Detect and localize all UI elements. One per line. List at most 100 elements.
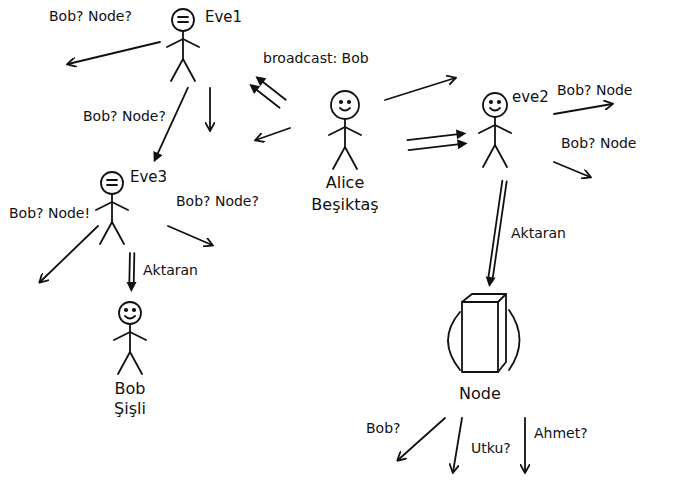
message-label: Bob? Node! <box>8 205 91 222</box>
free-arrow <box>256 128 290 140</box>
free-arrow <box>385 78 455 100</box>
node-name: Eve3 <box>130 168 167 186</box>
figure-body <box>129 324 131 352</box>
free-arrow <box>554 104 612 114</box>
figure-arms <box>167 39 199 47</box>
arrow-shaft <box>128 253 130 284</box>
person-node: Eve1 <box>165 5 250 85</box>
arrow-shaft <box>262 81 286 100</box>
stick-figure <box>167 9 199 81</box>
server-side <box>498 294 506 372</box>
server-icon <box>448 294 520 372</box>
figure-eye <box>133 309 135 311</box>
free-arrow <box>40 226 98 282</box>
stick-figure <box>479 93 511 167</box>
figure-legs <box>171 59 195 81</box>
free-arrow <box>524 418 526 472</box>
figure-arms <box>96 202 128 210</box>
node-place: Şişli <box>114 399 146 418</box>
arrow-shaft <box>133 253 135 284</box>
message-arrow <box>486 181 507 287</box>
free-arrow <box>68 42 160 64</box>
figure-legs <box>118 352 142 374</box>
edge-label: Aktaran <box>142 262 199 279</box>
figure-eyes <box>178 16 188 18</box>
figure-eyes <box>107 184 117 186</box>
figure-head <box>101 172 123 194</box>
figure-body <box>182 31 184 59</box>
figure-smile <box>490 108 500 111</box>
arrow-head <box>249 84 260 94</box>
figure-head <box>483 93 507 117</box>
arrow-head <box>255 76 266 86</box>
figure-legs <box>100 222 124 244</box>
message-arrow <box>409 139 468 150</box>
stick-figure <box>329 91 361 169</box>
arrow-shaft <box>409 144 460 150</box>
stick-figure <box>114 302 146 374</box>
person-node: eve2 <box>470 88 553 178</box>
server-top <box>462 294 506 302</box>
server-node: Node <box>430 290 530 412</box>
figure-eye <box>498 101 500 103</box>
person-node: AliceBeşiktaş <box>285 85 405 220</box>
message-label: Bob? Node? <box>175 193 260 210</box>
message-arrow <box>127 253 137 292</box>
edge-label: Aktaran <box>510 225 567 242</box>
message-arrow <box>255 76 285 100</box>
message-label: Ahmet? <box>533 425 589 442</box>
message-label: Bob? Node <box>556 82 633 99</box>
figure-body <box>494 117 496 145</box>
person-node: Eve3 <box>95 165 171 250</box>
figure-body <box>111 194 113 222</box>
arrow-head <box>127 282 137 292</box>
node-name: Alice <box>326 173 364 192</box>
node-name: Eve1 <box>205 8 242 26</box>
arrow-shaft <box>407 134 458 140</box>
figure-eyes <box>178 21 188 23</box>
message-label: Utku? <box>470 440 512 457</box>
figure-eye <box>125 309 127 311</box>
figure-smile <box>340 108 350 111</box>
message-label: Bob? <box>365 420 402 437</box>
figure-legs <box>483 145 507 167</box>
figure-body <box>344 119 346 147</box>
server-arc <box>509 310 520 370</box>
arrow-head <box>456 129 467 139</box>
server-front <box>462 302 498 372</box>
free-arrow <box>554 162 590 177</box>
free-arrow <box>209 88 211 130</box>
arrow-head <box>153 151 162 162</box>
person-node: BobŞişli <box>100 295 160 420</box>
node-name: eve2 <box>512 88 549 106</box>
free-arrow <box>453 418 462 472</box>
free-arrow <box>398 418 445 460</box>
message-arrow <box>249 84 279 108</box>
figure-arms <box>479 125 511 133</box>
edge-label: broadcast: Bob <box>262 50 370 67</box>
arrow-head <box>457 139 468 149</box>
figure-head <box>119 302 141 324</box>
node-place: Beşiktaş <box>311 195 378 214</box>
message-arrow <box>153 88 188 163</box>
arrow-shaft <box>488 181 502 279</box>
figure-eye <box>348 101 350 103</box>
node-name: Node <box>459 384 501 403</box>
message-arrow <box>407 129 466 140</box>
arrow-head <box>486 276 496 287</box>
node-name: Bob <box>115 379 146 398</box>
figure-eye <box>340 101 342 103</box>
edge-label: Bob? Node? <box>82 108 167 125</box>
free-arrow <box>168 226 212 245</box>
server-arc <box>448 312 460 370</box>
message-label: Bob? Node? <box>48 8 133 25</box>
figure-eye <box>490 101 492 103</box>
figure-head <box>331 91 359 119</box>
figure-arms <box>114 332 146 340</box>
figure-legs <box>333 147 357 169</box>
stick-figure <box>96 172 128 244</box>
message-label: Bob? Node <box>560 135 637 152</box>
figure-eyes <box>107 179 117 181</box>
